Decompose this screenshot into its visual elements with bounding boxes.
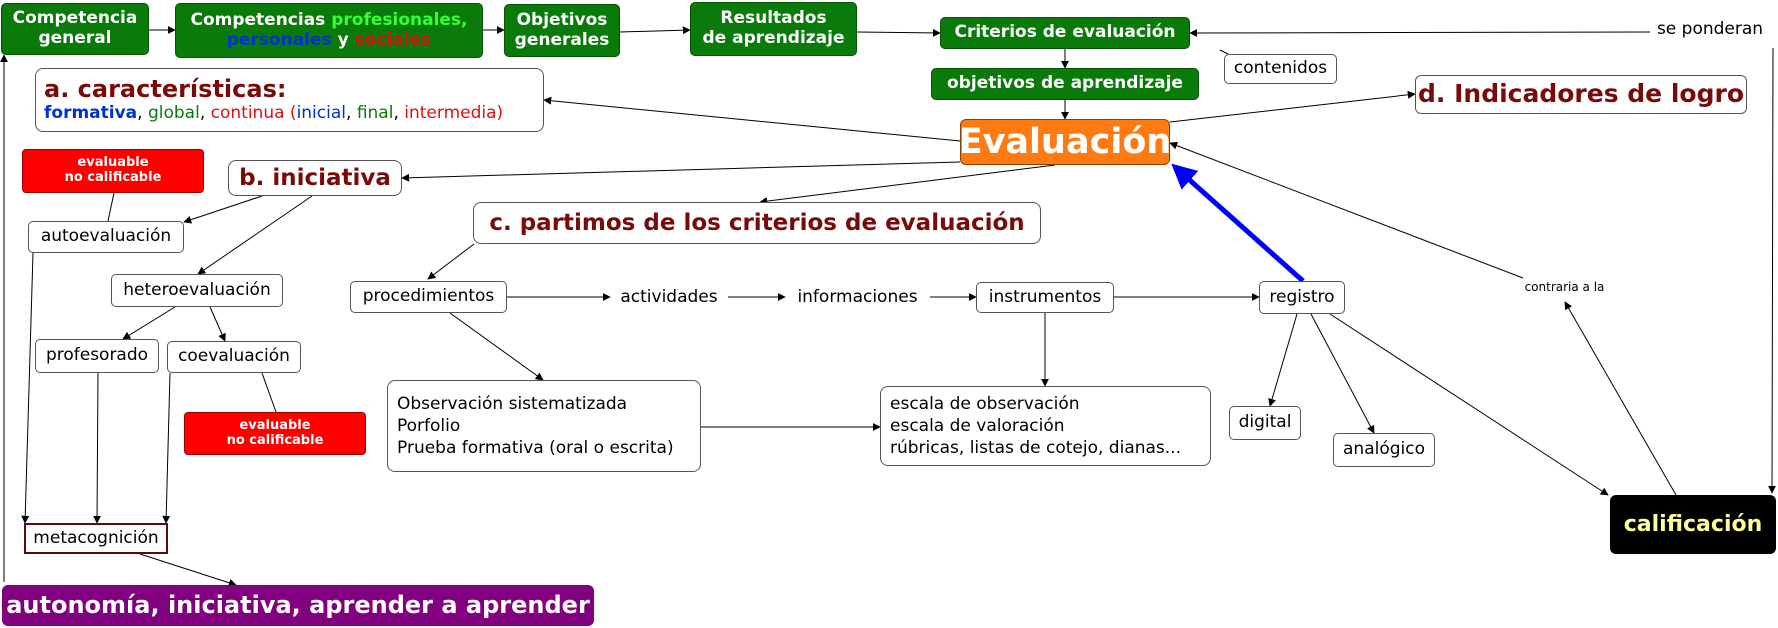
link-procedimientos-to-observacion: [449, 312, 544, 381]
caracteristicas-list: formativa, global, continua (inicial, fi…: [44, 103, 504, 124]
evaluable-1-line1: evaluable: [77, 155, 149, 171]
link-coevaluacion-to-metacognicion: [162, 372, 171, 524]
node-coevaluacion[interactable]: coevaluación: [167, 341, 301, 373]
caracteristica-sep1: ,: [137, 103, 148, 124]
link-criterios-to-contenidos: [1219, 49, 1229, 55]
link-coevaluacion-to-evaluable2: [261, 372, 277, 413]
link-registro-to-analogico: [1310, 313, 1375, 434]
evaluable-2-line1: evaluable: [239, 417, 311, 433]
competencia-general-line1: Competencia: [12, 8, 138, 29]
link-heteroevaluacion-to-profesorado: [122, 306, 176, 340]
objetivos-generales-line2: generales: [514, 29, 610, 50]
caracteristica-inicial: inicial: [296, 103, 346, 124]
link-registro-to-digital: [1268, 313, 1298, 407]
link-registro-to-calificacion: [1329, 313, 1609, 496]
caracteristicas-title: a. características:: [44, 75, 287, 104]
caracteristica-intermedia: intermedia): [404, 103, 504, 124]
link-metacognicion-to-autonomia: [139, 553, 237, 587]
node-digital[interactable]: digital: [1229, 406, 1301, 440]
label-actividades: actividades: [620, 287, 718, 308]
node-procedimientos[interactable]: procedimientos: [350, 281, 507, 313]
link-autoevaluacion-to-metacognicion: [21, 252, 34, 524]
node-evaluacion[interactable]: Evaluación: [959, 119, 1171, 165]
observacion-line1: Observación sistematizada: [397, 393, 628, 414]
node-instrumentos[interactable]: instrumentos: [976, 282, 1114, 313]
competencias-line1: Competencias profesionales,: [190, 9, 468, 31]
link-resultados-to-criterios: [856, 28, 941, 37]
objetivos-generales-line1: Objetivos: [516, 9, 608, 30]
node-competencias[interactable]: Competencias profesionales, personales y…: [175, 3, 483, 58]
node-competencia-general[interactable]: Competencia general: [1, 3, 149, 55]
node-autoevaluacion[interactable]: autoevaluación: [28, 221, 184, 253]
link-calificacion-to-contraria: [1564, 301, 1677, 496]
link-objetivos-to-resultados: [619, 26, 691, 35]
node-evaluable-no-calificable-1[interactable]: evaluable no calificable: [22, 149, 204, 193]
label-informaciones: informaciones: [797, 287, 918, 308]
link-contraria-to-evaluacion: [1169, 141, 1524, 279]
link-registro-to-evaluacion-highlight: [1171, 163, 1305, 283]
link-profesorado-to-metacognicion: [93, 372, 102, 524]
node-escalas[interactable]: escala de observación escala de valoraci…: [880, 386, 1211, 466]
link-seponderan-to-criterios: [1189, 28, 1651, 37]
link-evaluacion-to-indicadores: [1169, 90, 1416, 123]
node-contenidos[interactable]: contenidos: [1224, 54, 1337, 84]
observacion-line3: Prueba formativa (oral o escrita): [397, 438, 674, 459]
caracteristica-global: global: [147, 103, 200, 124]
link-seponderan-to-calificacion: [1768, 47, 1777, 494]
node-partimos-criterios[interactable]: c. partimos de los criterios de evaluaci…: [473, 202, 1041, 244]
node-objetivos-generales[interactable]: Objetivos generales: [504, 4, 620, 57]
label-contraria-a-la: contraria a la: [1524, 280, 1605, 295]
link-evaluacion-to-caracteristicas: [543, 96, 961, 142]
escalas-line2: escala de valoración: [890, 415, 1065, 436]
link-iniciativa-to-heteroevaluacion: [197, 195, 313, 275]
node-heteroevaluacion[interactable]: heteroevaluación: [111, 274, 283, 307]
node-evaluable-no-calificable-2[interactable]: evaluable no calificable: [184, 412, 366, 455]
evaluable-2-line2: no calificable: [226, 432, 324, 448]
link-evaluable1-to-autoevaluacion: [107, 192, 115, 222]
competencias-line2: personales y sociales: [226, 29, 432, 51]
caracteristica-sep4: ,: [393, 103, 405, 124]
competencias-sociales: sociales: [354, 29, 432, 50]
node-observacion-sistematizada[interactable]: Observación sistematizada Porfolio Prueb…: [387, 380, 701, 472]
node-indicadores-logro[interactable]: d. Indicadores de logro: [1415, 75, 1747, 114]
escalas-line1: escala de observación: [890, 393, 1080, 414]
competencias-prefix: Competencias: [190, 9, 332, 30]
competencias-profesionales: profesionales,: [331, 9, 468, 30]
caracteristica-final: final: [356, 103, 394, 124]
node-registro[interactable]: registro: [1259, 281, 1345, 314]
resultados-line2: de aprendizaje: [702, 28, 845, 48]
competencia-general-line2: general: [38, 28, 112, 48]
caracteristica-sep3: ,: [346, 103, 357, 124]
observacion-line2: Porfolio: [397, 415, 461, 436]
node-calificacion[interactable]: calificación: [1610, 495, 1776, 554]
caracteristica-sep2: ,: [199, 103, 211, 124]
node-objetivos-aprendizaje[interactable]: objetivos de aprendizaje: [931, 68, 1199, 100]
link-iniciativa-to-autoevaluacion: [183, 195, 263, 224]
link-evaluacion-to-iniciativa: [401, 161, 961, 182]
evaluable-1-line2: no calificable: [64, 170, 162, 185]
node-autonomia[interactable]: autonomía, iniciativa, aprender a aprend…: [2, 585, 594, 626]
node-metacognicion[interactable]: metacognición: [24, 523, 168, 554]
competencias-y: y: [331, 29, 355, 50]
link-evaluacion-to-partimos: [759, 164, 1056, 206]
resultados-line1: Resultados: [720, 8, 827, 29]
node-caracteristicas[interactable]: a. características: formativa, global, c…: [35, 68, 544, 132]
link-partimos-to-procedimientos: [427, 243, 475, 280]
node-resultados-aprendizaje[interactable]: Resultados de aprendizaje: [690, 2, 857, 56]
caracteristica-continua: continua (: [210, 103, 297, 124]
node-iniciativa[interactable]: b. iniciativa: [228, 160, 402, 196]
label-se-ponderan: se ponderan: [1656, 19, 1764, 40]
escalas-line3: rúbricas, listas de cotejo, dianas...: [890, 438, 1181, 459]
node-criterios-evaluacion[interactable]: Criterios de evaluación: [940, 17, 1190, 49]
node-analogico[interactable]: analógico: [1333, 433, 1435, 467]
node-profesorado[interactable]: profesorado: [35, 339, 159, 373]
caracteristica-formativa: formativa: [44, 103, 138, 124]
link-heteroevaluacion-to-coevaluacion: [209, 306, 226, 342]
competencias-personales: personales: [226, 29, 332, 50]
